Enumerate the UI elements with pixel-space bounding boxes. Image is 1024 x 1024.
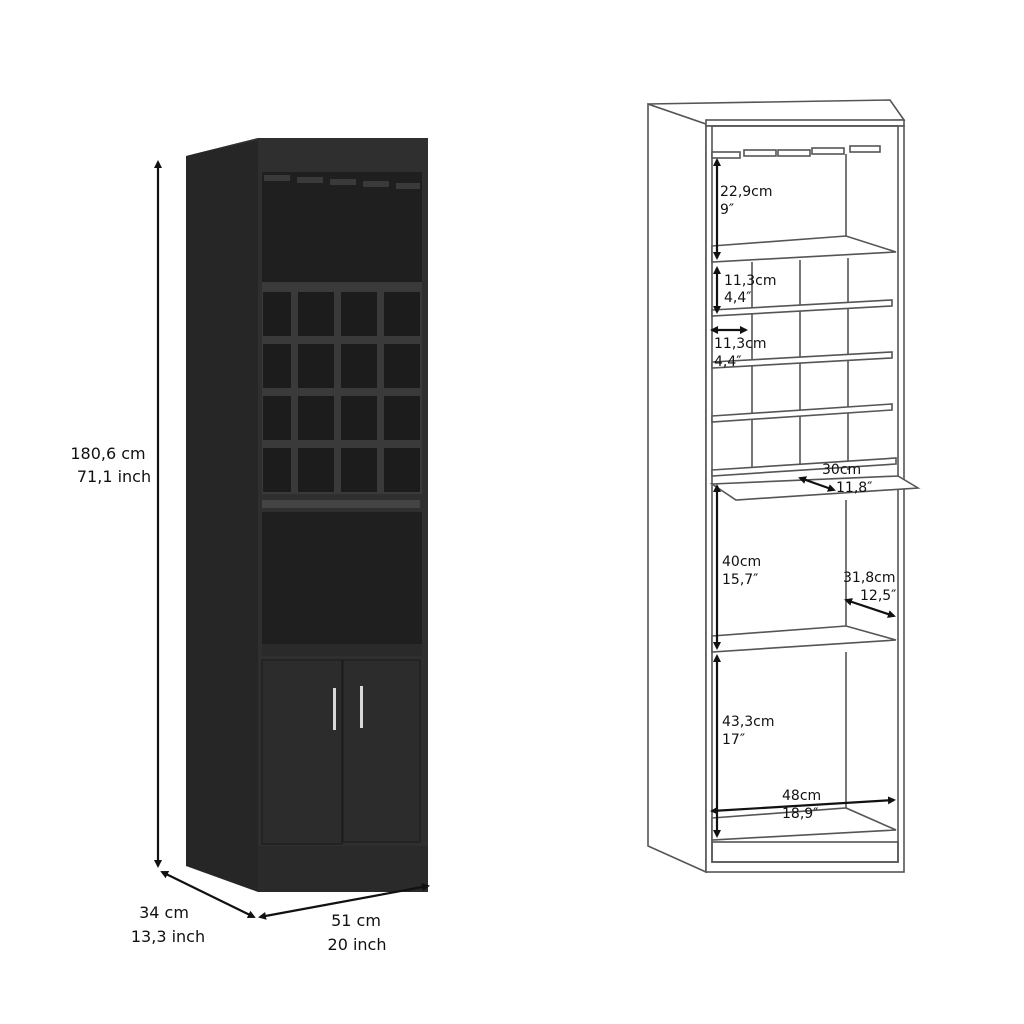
glass-rack-compartment	[262, 172, 422, 282]
depth-cm-label: 34 cm	[139, 903, 189, 922]
width-dimension: 51 cm 20 inch	[258, 883, 430, 954]
open-shelf-depth-cm-label: 31,8cm	[843, 570, 896, 586]
open-shelf	[262, 512, 422, 644]
width-cm-label: 51 cm	[331, 911, 381, 930]
cabinet-doors	[261, 659, 421, 845]
cubby-height-cm-label: 11,3cm	[724, 273, 777, 289]
glass-rack-cm-label: 22,9cm	[720, 184, 773, 200]
cabinet-line-drawing	[647, 99, 921, 874]
glass-holder-rack	[711, 145, 881, 159]
cabinet-height-inch-label: 17″	[722, 732, 745, 748]
height-dimension: 180,6 cm 71,1 inch	[70, 160, 162, 868]
width-inch-label: 20 inch	[328, 935, 387, 954]
door-handle-right	[360, 686, 363, 728]
dim-open-shelf-height: 40cm 15,7″	[713, 484, 761, 650]
dim-inner-width: 48cm 18,9″	[710, 788, 896, 822]
glass-holder-rack	[264, 175, 420, 189]
cubby-width-inch-label: 4,4″	[714, 354, 742, 370]
cabinet-height-cm-label: 43,3cm	[722, 714, 775, 730]
plinth	[258, 846, 428, 892]
pullout-inch-label: 11,8″	[836, 480, 872, 496]
dim-cubby-width: 11,3cm 4,4″	[710, 326, 767, 370]
height-inch-label: 71,1 inch	[77, 467, 151, 486]
open-shelf-height-cm-label: 40cm	[722, 554, 761, 570]
open-shelf-height-inch-label: 15,7″	[722, 572, 758, 588]
cubby-height-inch-label: 4,4″	[724, 290, 752, 306]
glass-rack-inch-label: 9″	[720, 202, 734, 218]
dim-cubby-height: 11,3cm 4,4″	[713, 266, 777, 314]
inner-width-cm-label: 48cm	[782, 788, 821, 804]
dim-glass-rack: 22,9cm 9″	[713, 158, 773, 260]
open-shelf-depth-inch-label: 12,5″	[860, 588, 896, 604]
depth-dimension: 34 cm 13,3 inch	[131, 871, 256, 946]
dim-pullout-depth: 30cm 11,8″	[798, 462, 872, 496]
cabinet-photo	[186, 138, 428, 892]
pullout-cm-label: 30cm	[822, 462, 861, 478]
depth-inch-label: 13,3 inch	[131, 927, 205, 946]
inner-width-inch-label: 18,9″	[782, 806, 818, 822]
pullout-shelf	[262, 500, 420, 508]
dim-open-shelf-depth: 31,8cm 12,5″	[843, 570, 896, 618]
dim-cabinet-height: 43,3cm 17″	[713, 654, 775, 838]
height-cm-label: 180,6 cm	[70, 444, 145, 463]
cubby-width-cm-label: 11,3cm	[714, 336, 767, 352]
door-handle-left	[333, 688, 336, 730]
wine-cubby-grid	[262, 290, 422, 494]
